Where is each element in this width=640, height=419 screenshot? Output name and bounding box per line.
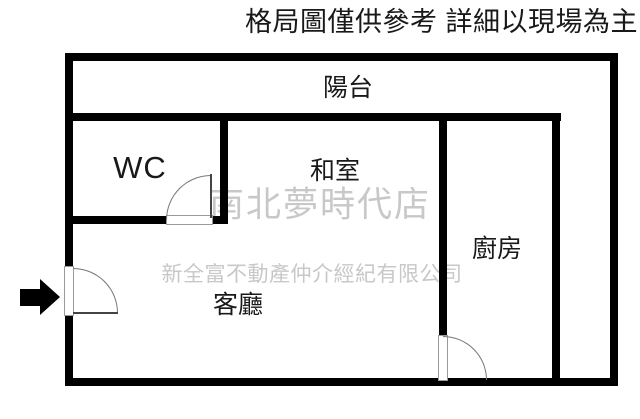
wall-kitchen-right xyxy=(552,113,560,386)
wall-wc-bottom xyxy=(65,216,228,224)
wc-door-leaf xyxy=(210,174,212,218)
balcony-label: 陽台 xyxy=(322,74,374,102)
tatami-room-label: 和室 xyxy=(309,157,361,185)
entrance-door-swing-arc xyxy=(73,268,118,313)
wall-outer-top xyxy=(65,53,618,61)
wall-outer-right xyxy=(610,53,618,386)
kitchen-label: 廚房 xyxy=(471,235,523,263)
wall-wc-tatami-divider xyxy=(220,113,228,224)
entrance-arrow-icon-head xyxy=(40,279,60,315)
wall-outer-bottom xyxy=(65,378,618,386)
wall-kitchen-left xyxy=(439,113,447,386)
disclaimer-title: 格局圖僅供參考 詳細以現場為主 xyxy=(244,7,638,37)
store-watermark: 南北夢時代店 xyxy=(208,185,432,225)
living-room-label: 客廳 xyxy=(212,291,264,319)
company-watermark: 新全富不動產仲介經紀有限公司 xyxy=(161,262,463,286)
entrance-arrow-icon xyxy=(20,289,40,306)
wc-label: WC xyxy=(113,150,167,185)
entrance-door-leaf xyxy=(73,312,118,314)
wc-door-swing-arc xyxy=(166,175,211,220)
kitchen-door-swing-arc xyxy=(443,336,487,380)
wall-balcony-divider xyxy=(65,113,561,121)
